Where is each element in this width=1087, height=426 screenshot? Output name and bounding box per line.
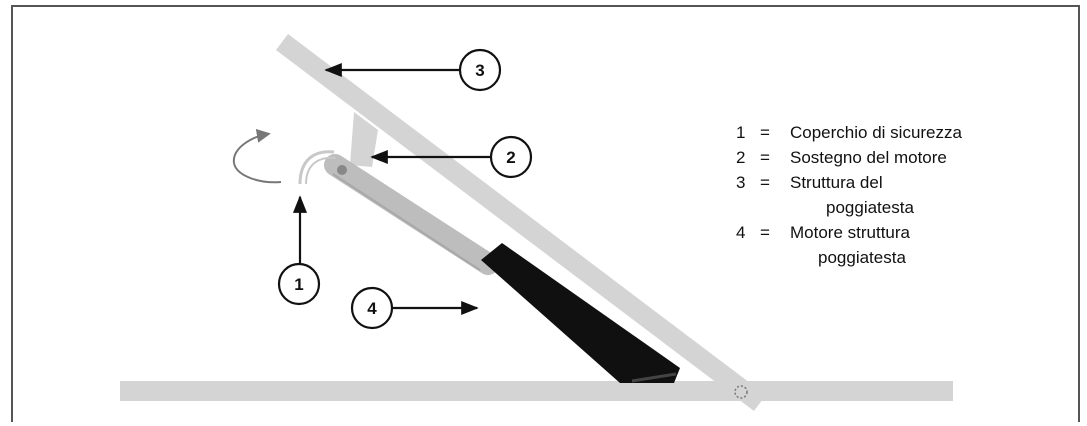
callout-number-4: 4 <box>367 299 377 318</box>
hinge-pivot-icon <box>734 385 748 399</box>
rotation-arrow-icon <box>232 128 282 184</box>
safety-cover <box>298 150 335 185</box>
motor-end-cap <box>631 372 677 383</box>
legend-text-3-cont: poggiatesta <box>826 198 914 217</box>
headrest-motor <box>481 243 680 383</box>
legend-number-4: 4 <box>736 223 745 242</box>
diagram-frame <box>11 5 1080 422</box>
legend-number-3: 3 <box>736 173 745 192</box>
legend-number-2: 2 <box>736 148 745 167</box>
motor-rod <box>324 154 499 275</box>
legend: 1 = Coperchio di sicurezza 2 = Sostegno … <box>736 123 963 267</box>
base-bar <box>120 381 953 401</box>
legend-text-2: Sostegno del motore <box>790 148 947 167</box>
motor-rod-edge <box>332 173 481 271</box>
callout-number-1: 1 <box>294 275 303 294</box>
callout-number-2: 2 <box>506 148 515 167</box>
pivot-dot <box>337 165 347 175</box>
callout-circle-4 <box>350 286 394 330</box>
legend-text-4-cont: poggiatesta <box>818 248 906 267</box>
legend-number-1: 1 <box>736 123 745 142</box>
legend-text-1: Coperchio di sicurezza <box>790 123 963 142</box>
legend-eq-2: = <box>760 148 770 167</box>
safety-cover-inner <box>305 156 337 185</box>
callout-circle-2 <box>489 135 533 179</box>
legend-eq-1: = <box>760 123 770 142</box>
headrest-frame <box>275 34 767 411</box>
callout-number-3: 3 <box>475 61 484 80</box>
callout-circle-3 <box>458 48 502 92</box>
legend-text-3: Struttura del <box>790 173 883 192</box>
legend-text-4: Motore struttura <box>790 223 911 242</box>
legend-eq-3: = <box>760 173 770 192</box>
legend-eq-4: = <box>760 223 770 242</box>
callout-circle-1 <box>277 262 321 306</box>
